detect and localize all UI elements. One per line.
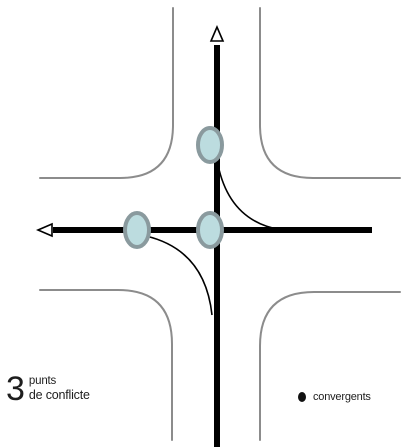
arrow-left-icon: [35, 222, 53, 238]
road-edges: [39, 7, 401, 441]
conflict-point: [196, 211, 224, 249]
left-turn-curve-lower: [145, 235, 213, 316]
conflict-point: [196, 126, 224, 164]
curb-top-right: [259, 7, 401, 179]
right-turn-curve-upper: [217, 164, 283, 231]
legend: convergents: [298, 391, 371, 403]
legend-dot-icon: [298, 392, 306, 402]
arrow-up-icon: [209, 24, 225, 42]
conflict-count-line2: de conflicte: [28, 388, 90, 402]
curb-bottom-right: [259, 291, 401, 441]
conflict-count-text: punts de conflicte: [29, 372, 90, 402]
curb-bottom-left: [39, 289, 173, 441]
curb-top-left: [39, 7, 174, 179]
conflict-points: [123, 126, 224, 249]
legend-label: convergents: [313, 391, 371, 403]
conflict-point: [123, 211, 151, 249]
conflict-count-label: 3 punts de conflicte: [6, 372, 90, 406]
conflict-count-number: 3: [6, 370, 25, 408]
conflict-count-line1: punts: [28, 375, 57, 387]
